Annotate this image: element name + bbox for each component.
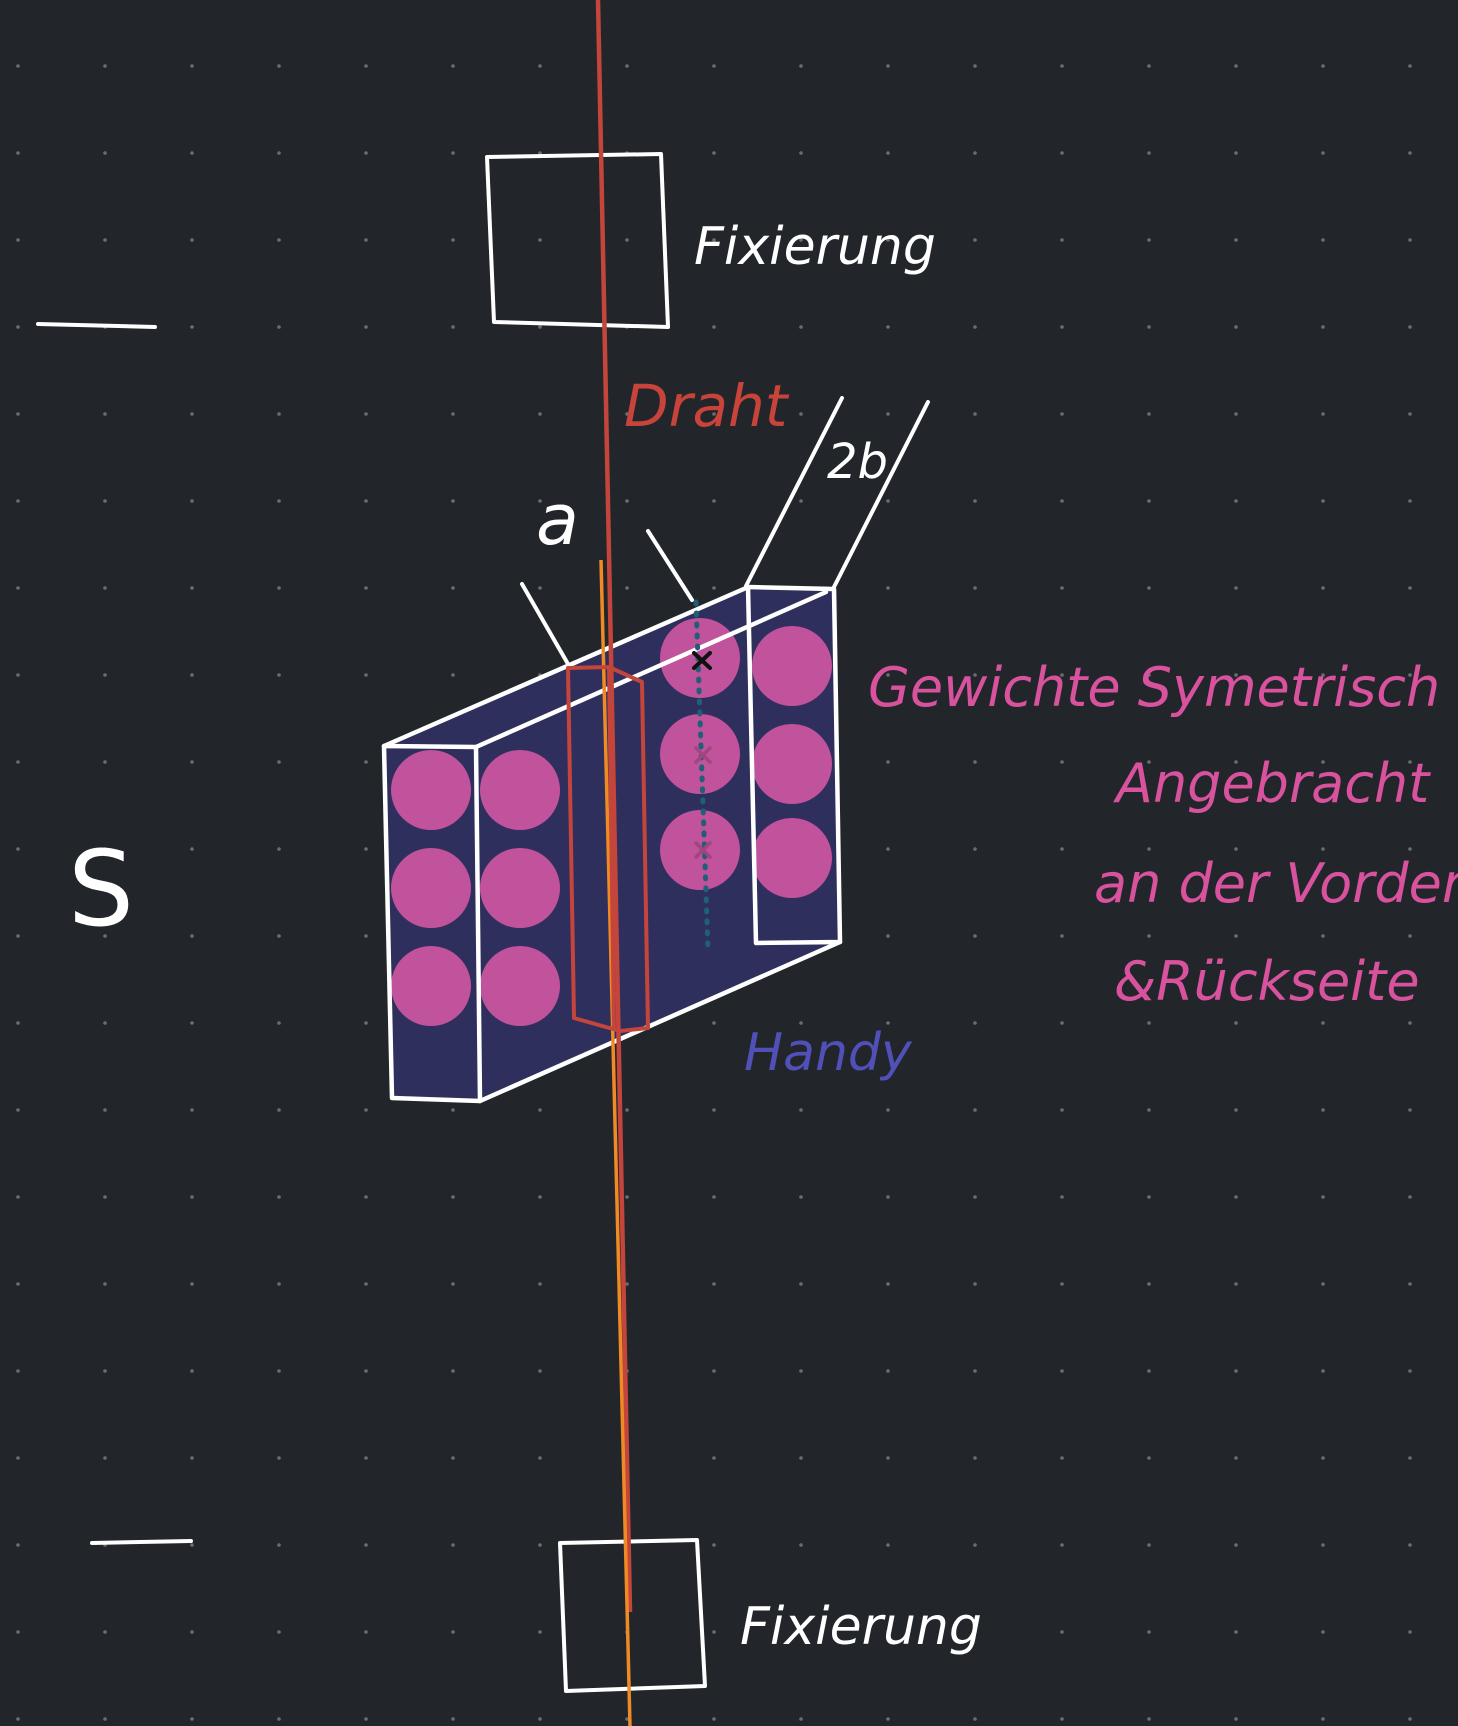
- wire-label: Draht: [624, 372, 790, 440]
- fixation-label-bottom: Fixierung: [740, 1597, 982, 1657]
- center-axis-dotted: [693, 599, 711, 953]
- weight-circle: [480, 750, 560, 830]
- weight-circle: [480, 946, 560, 1026]
- distance-marker-bottom: [90, 1539, 193, 1545]
- phone-outline: [381, 584, 843, 1104]
- phone-label: Handy: [744, 1023, 913, 1083]
- wire-line: [595, 0, 633, 1613]
- weight-circle: [752, 818, 832, 898]
- wire-clamp: [566, 665, 650, 1033]
- dimension-a-label: a: [536, 479, 579, 561]
- weight-circle: [752, 724, 832, 804]
- fixation-label-top: Fixierung: [694, 217, 936, 277]
- distance-label-s: S: [68, 828, 134, 950]
- wire-line-highlight: [599, 559, 632, 1726]
- dimension-2b-label: 2b: [827, 434, 888, 490]
- weights-note: Gewichte Symetrisch Angebracht an der Vo…: [868, 656, 1458, 1013]
- dimension-a-line-left: [520, 582, 570, 666]
- note-line-1: Gewichte Symetrisch: [868, 656, 1440, 719]
- dimension-2b-line-right: [832, 400, 930, 589]
- weights-front-left: [391, 750, 560, 1026]
- dimension-a-line-right: [646, 529, 694, 602]
- note-line-4: &Rückseite: [1114, 950, 1420, 1013]
- weight-circle: [391, 750, 471, 830]
- weight-circle: [752, 626, 832, 706]
- distance-marker-top: [36, 322, 157, 329]
- center-marker-x: [692, 651, 712, 670]
- fixation-block-bottom: [558, 1538, 707, 1693]
- weight-circle: [480, 848, 560, 928]
- dimension-2b-line-left: [744, 396, 844, 588]
- weight-circle: [391, 848, 471, 928]
- note-line-2: Angebracht: [1113, 752, 1431, 815]
- weight-circle: [391, 946, 471, 1026]
- note-line-3: an der Vorder: [1094, 852, 1458, 915]
- center-marker-x-faint: [694, 746, 712, 859]
- weight-circle: [660, 810, 740, 890]
